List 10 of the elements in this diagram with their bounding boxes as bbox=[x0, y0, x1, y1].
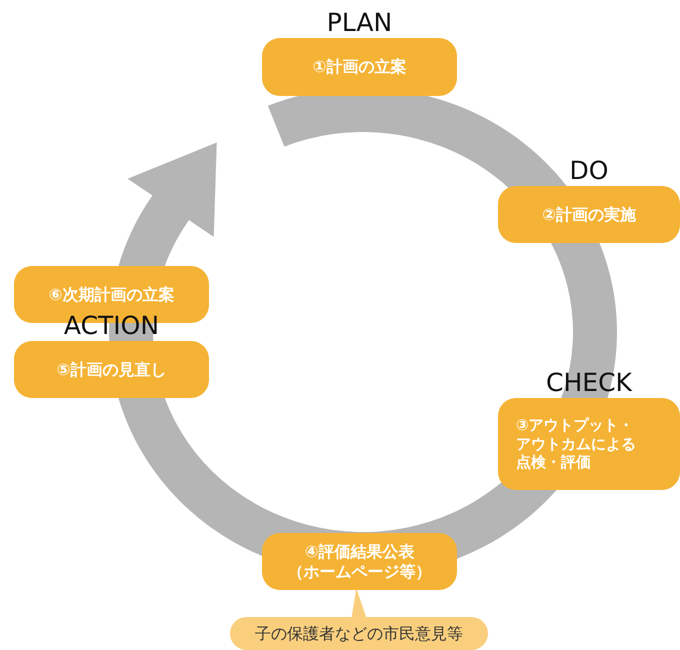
callout-pointer bbox=[351, 590, 367, 618]
step-box: ②計画の実施 bbox=[498, 186, 680, 243]
step-box: ③アウトプット・アウトカムによる点検・評価 bbox=[498, 398, 680, 490]
step-box: ①計画の立案 bbox=[262, 38, 457, 96]
step-box: ⑤計画の見直し bbox=[14, 341, 209, 398]
phase-label: DO bbox=[568, 158, 610, 183]
phase-label: PLAN bbox=[326, 10, 394, 35]
phase-label: CHECK bbox=[545, 370, 634, 395]
step-box: ④評価結果公表（ホームページ等） bbox=[262, 533, 457, 590]
speech-bubble: 子の保護者などの市民意見等 bbox=[230, 617, 488, 650]
